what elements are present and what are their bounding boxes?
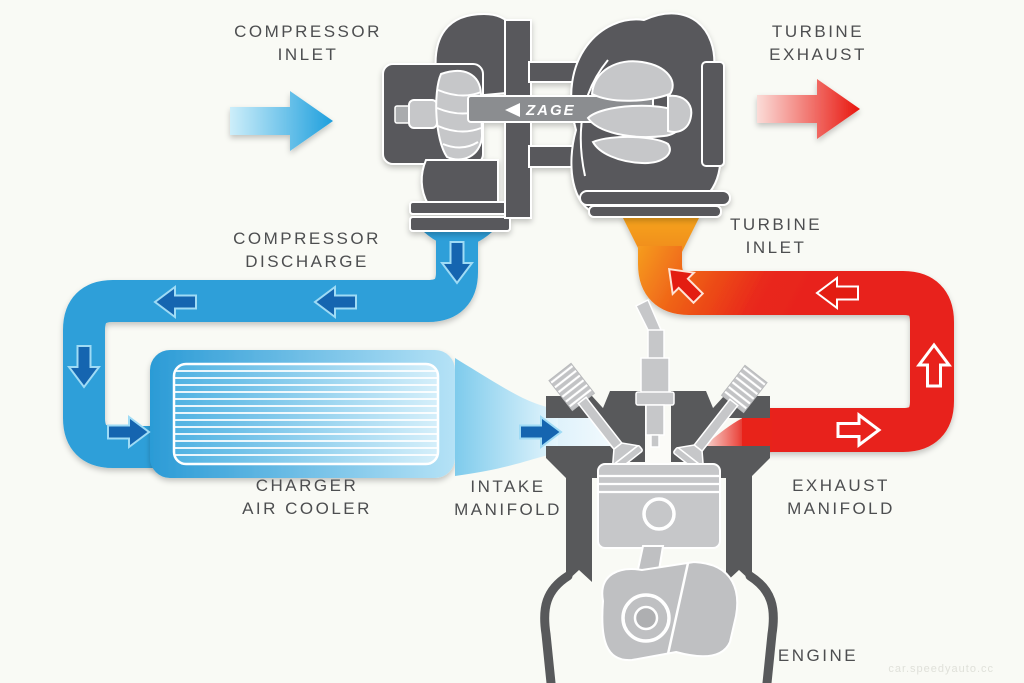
turbine-inlet-port <box>622 216 700 252</box>
label-intake-manifold: INTAKE MANIFOLD <box>454 477 562 519</box>
exhaust-manifold-pipe <box>638 246 954 452</box>
compressor-discharge-pipe <box>63 238 478 468</box>
label-turbine-inlet: TURBINE INLET <box>729 215 823 257</box>
turbocharger: ZAGE <box>382 12 731 232</box>
connecting-rod-crank <box>601 545 739 662</box>
engine <box>540 298 778 683</box>
charger-air-cooler <box>150 350 455 478</box>
wrist-pin <box>642 497 676 531</box>
turbine-exhaust-arrow <box>757 79 860 139</box>
cylinder-walls <box>566 450 752 582</box>
watermark: car.speedyauto.cc <box>888 663 994 675</box>
spark-plug <box>634 298 675 448</box>
label-turbine-exhaust: TURBINE EXHAUST <box>769 22 867 64</box>
label-charger-air-cooler: CHARGER AIR COOLER <box>242 476 372 518</box>
crankcase <box>540 571 778 683</box>
label-engine: ENGINE <box>777 646 859 665</box>
cooler-fins <box>174 370 438 456</box>
cold-air-pipe <box>63 232 492 468</box>
label-compressor-inlet: COMPRESSOR INLET <box>234 22 382 64</box>
compressor-inlet-arrow <box>230 91 333 151</box>
compressor-wheel <box>394 69 484 161</box>
shaft-brand-text: ZAGE <box>525 102 576 119</box>
piston <box>597 463 721 549</box>
piston-rings <box>599 474 719 494</box>
hot-gas-pipe <box>622 216 954 452</box>
turbine-wheel <box>586 60 693 165</box>
exhaust-flow <box>696 408 772 454</box>
zage-logo-glyph <box>505 103 520 117</box>
label-exhaust-manifold: EXHAUST MANIFOLD <box>787 476 895 518</box>
label-compressor-discharge: COMPRESSOR DISCHARGE <box>233 229 381 271</box>
